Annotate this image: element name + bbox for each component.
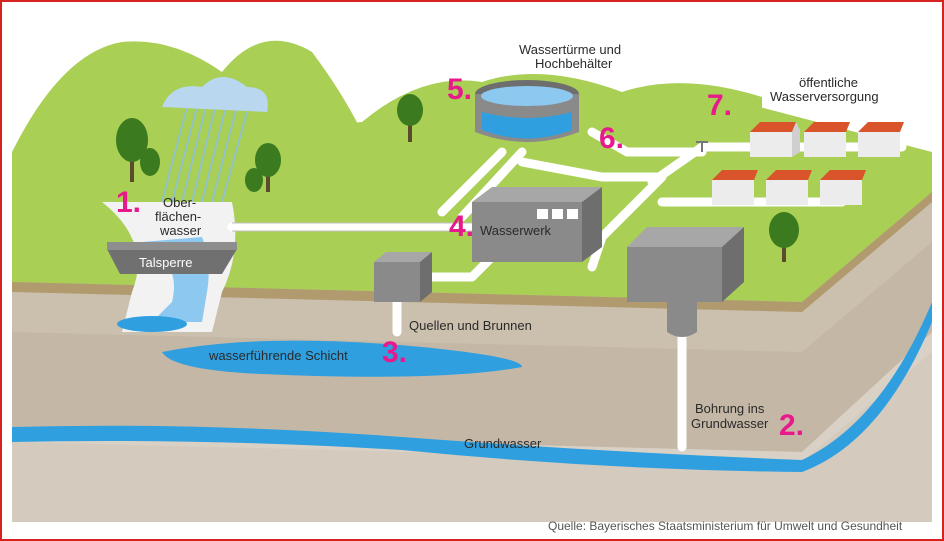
label-wasserversorgung-1: öffentliche bbox=[799, 75, 858, 90]
tree-icon bbox=[397, 94, 423, 142]
house bbox=[804, 122, 850, 157]
label-wassertuerme-1: Wassertürme und bbox=[519, 42, 621, 57]
dam-top bbox=[107, 242, 237, 250]
label-wasserversorgung-2: Wasserversorgung bbox=[770, 89, 879, 104]
tree-icon bbox=[245, 143, 281, 192]
cloud bbox=[162, 77, 268, 112]
reservoir-lake bbox=[117, 316, 187, 332]
valve-icon bbox=[696, 141, 708, 152]
house bbox=[858, 122, 904, 157]
label-bohrung-1: Bohrung ins bbox=[695, 401, 765, 416]
label-oberflaechen-3: wasser bbox=[159, 223, 202, 238]
water-tower bbox=[475, 80, 579, 142]
step-number-4: 4. bbox=[449, 210, 474, 243]
label-schicht: wasserführende Schicht bbox=[208, 348, 348, 363]
label-oberflaechen-2: flächen- bbox=[155, 209, 201, 224]
pipe-outline bbox=[232, 222, 472, 232]
source-credit: Quelle: Bayerisches Staatsministerium fü… bbox=[548, 519, 903, 533]
label-oberflaechen-1: Ober- bbox=[163, 195, 196, 210]
step-number-3: 3. bbox=[382, 336, 407, 369]
dam-wall bbox=[107, 249, 237, 274]
step-number-5: 5. bbox=[447, 73, 472, 106]
aquifer-layer bbox=[162, 340, 522, 377]
rain-icon bbox=[161, 99, 248, 203]
houses bbox=[712, 122, 904, 205]
tree-icon bbox=[769, 212, 799, 262]
step-number-2: 2. bbox=[779, 409, 804, 442]
step-number-1: 1. bbox=[116, 186, 141, 219]
waterworks-building bbox=[472, 187, 602, 262]
well-pump-house bbox=[374, 252, 432, 302]
step-number-6: 6. bbox=[599, 122, 624, 155]
label-talsperre: Talsperre bbox=[139, 255, 192, 270]
label-wassertuerme-2: Hochbehälter bbox=[535, 56, 613, 71]
tree-icon bbox=[116, 118, 160, 182]
groundwater-band bbox=[12, 302, 932, 472]
soil-layer-bottom bbox=[12, 352, 932, 522]
step-number-7: 7. bbox=[707, 89, 732, 122]
borehole-pump-house bbox=[627, 227, 744, 337]
house bbox=[766, 170, 812, 205]
trees bbox=[116, 94, 799, 262]
label-quellen: Quellen und Brunnen bbox=[409, 318, 532, 333]
label-wasserwerk: Wasserwerk bbox=[480, 223, 552, 238]
label-bohrung-2: Grundwasser bbox=[691, 416, 769, 431]
house bbox=[750, 122, 800, 157]
label-grundwasser: Grundwasser bbox=[464, 436, 542, 451]
house bbox=[820, 170, 866, 205]
house bbox=[712, 170, 758, 205]
